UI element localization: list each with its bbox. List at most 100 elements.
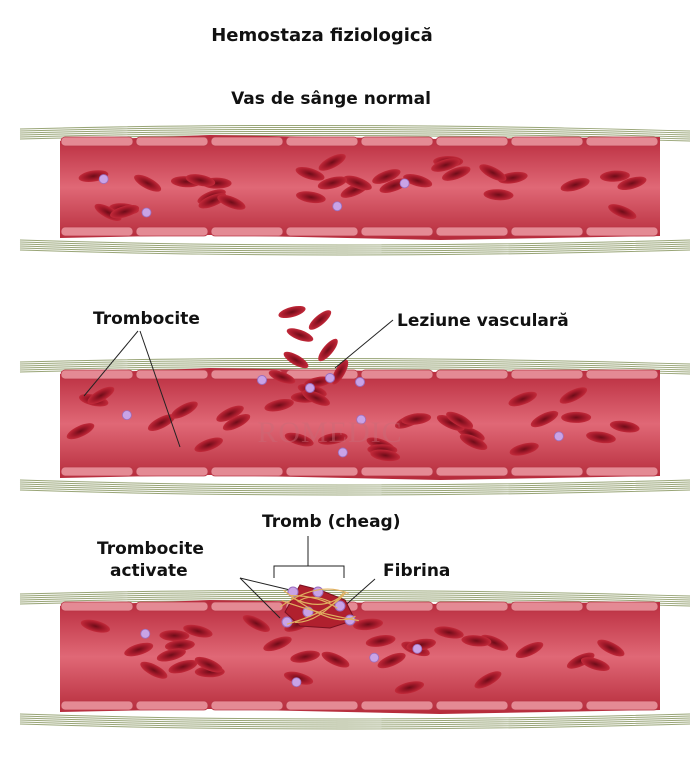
red-blood-cell xyxy=(365,635,396,647)
endothelial-cell xyxy=(60,700,134,711)
activated-platelet xyxy=(312,586,324,598)
connective-fiber xyxy=(19,489,691,496)
endothelial-cell xyxy=(510,369,584,380)
endothelial-cell xyxy=(510,700,584,711)
endothelial-cell xyxy=(360,136,434,147)
red-blood-cell xyxy=(459,433,488,451)
red-blood-cell xyxy=(263,636,292,652)
connective-fiber xyxy=(19,239,691,246)
red-blood-cell xyxy=(436,414,465,431)
red-blood-cell xyxy=(321,651,350,668)
red-blood-cell xyxy=(87,386,115,405)
platelet xyxy=(356,414,367,425)
red-blood-cell xyxy=(566,652,595,669)
red-blood-cell xyxy=(164,639,195,652)
red-blood-cell xyxy=(515,641,544,659)
red-blood-cell xyxy=(295,166,325,181)
endothelial-cell xyxy=(585,466,659,477)
fibrin-label: Fibrina xyxy=(383,561,450,581)
platelet xyxy=(369,652,380,663)
red-blood-cell xyxy=(434,626,464,639)
red-blood-cell xyxy=(343,175,372,191)
red-blood-cell xyxy=(159,630,190,642)
connective-fiber xyxy=(19,591,691,599)
connective-fiber xyxy=(19,721,691,728)
endothelial-cell xyxy=(435,466,509,477)
platelet xyxy=(553,431,564,442)
fibrin-strand xyxy=(282,589,356,621)
red-blood-cell xyxy=(185,174,216,187)
platelet xyxy=(412,643,423,654)
platelets-pointer-lines xyxy=(83,319,394,448)
endothelial-cell xyxy=(510,466,584,477)
red-blood-cell xyxy=(479,164,507,182)
red-blood-cell xyxy=(353,618,383,631)
red-blood-cell xyxy=(134,174,162,192)
red-blood-cell xyxy=(559,387,588,404)
connective-fiber xyxy=(19,124,691,132)
red-blood-cell xyxy=(508,391,537,407)
red-blood-cell xyxy=(431,158,461,172)
endothelial-cell xyxy=(285,700,359,711)
endothelial-cell xyxy=(360,226,434,237)
activated-platelets-label-line2: activate xyxy=(110,561,188,581)
red-blood-cell xyxy=(302,390,330,406)
endothelial-cell xyxy=(285,466,359,477)
endothelial-cell xyxy=(135,601,209,612)
endothelial-cell xyxy=(510,601,584,612)
red-blood-cell xyxy=(290,650,320,663)
endothelial-cell xyxy=(135,466,209,477)
endothelial-cell xyxy=(210,601,284,612)
red-blood-cell xyxy=(497,171,528,184)
red-blood-cell xyxy=(156,648,186,662)
platelet xyxy=(399,178,410,189)
endothelial-cell xyxy=(60,466,134,477)
platelet xyxy=(305,383,315,393)
red-blood-cell xyxy=(80,619,110,633)
red-blood-cell xyxy=(446,411,474,429)
connective-fiber xyxy=(19,715,691,722)
activated-platelet xyxy=(334,600,346,612)
endothelial-cell xyxy=(510,226,584,237)
red-blood-cell xyxy=(147,414,176,431)
connective-fiber xyxy=(19,126,691,134)
clotted-blood-vessel xyxy=(19,589,691,730)
red-blood-cell xyxy=(286,328,314,342)
connective-fiber xyxy=(19,241,691,248)
red-blood-cell xyxy=(296,191,326,204)
endothelial-cell xyxy=(210,136,284,147)
endothelial-cell xyxy=(60,369,134,380)
endothelial-cell xyxy=(60,136,134,147)
connective-fiber xyxy=(19,247,691,254)
endothelial-cell xyxy=(60,226,134,237)
red-blood-cell xyxy=(530,410,559,428)
connective-fiber xyxy=(19,487,691,494)
red-blood-cell xyxy=(284,432,314,447)
activated-platelet xyxy=(281,616,293,628)
endothelial-cell xyxy=(435,226,509,237)
endothelial-cell xyxy=(360,601,434,612)
endothelial-cell xyxy=(435,369,509,380)
connective-fiber xyxy=(19,249,691,256)
endothelial-cell xyxy=(585,700,659,711)
red-blood-cell xyxy=(597,639,625,657)
endothelial-cell xyxy=(360,466,434,477)
red-blood-cell xyxy=(222,413,251,431)
fibrin-strand xyxy=(289,594,338,609)
endothelial-cell xyxy=(435,136,509,147)
red-blood-cell xyxy=(140,661,168,679)
red-blood-cell xyxy=(609,420,640,433)
red-blood-cell xyxy=(580,657,610,672)
red-blood-cell xyxy=(278,305,306,319)
platelet xyxy=(98,174,109,184)
connective-fiber xyxy=(19,723,691,730)
red-blood-cell xyxy=(264,398,294,412)
red-blood-cell xyxy=(608,204,637,220)
platelet xyxy=(325,373,335,383)
endothelial-cell xyxy=(585,369,659,380)
platelet xyxy=(355,377,365,387)
red-blood-cell xyxy=(317,176,348,190)
platelets-label: Trombocite xyxy=(93,309,200,329)
red-blood-cell xyxy=(216,405,244,422)
normal-vessel-label: Vas de sânge normal xyxy=(231,89,431,109)
